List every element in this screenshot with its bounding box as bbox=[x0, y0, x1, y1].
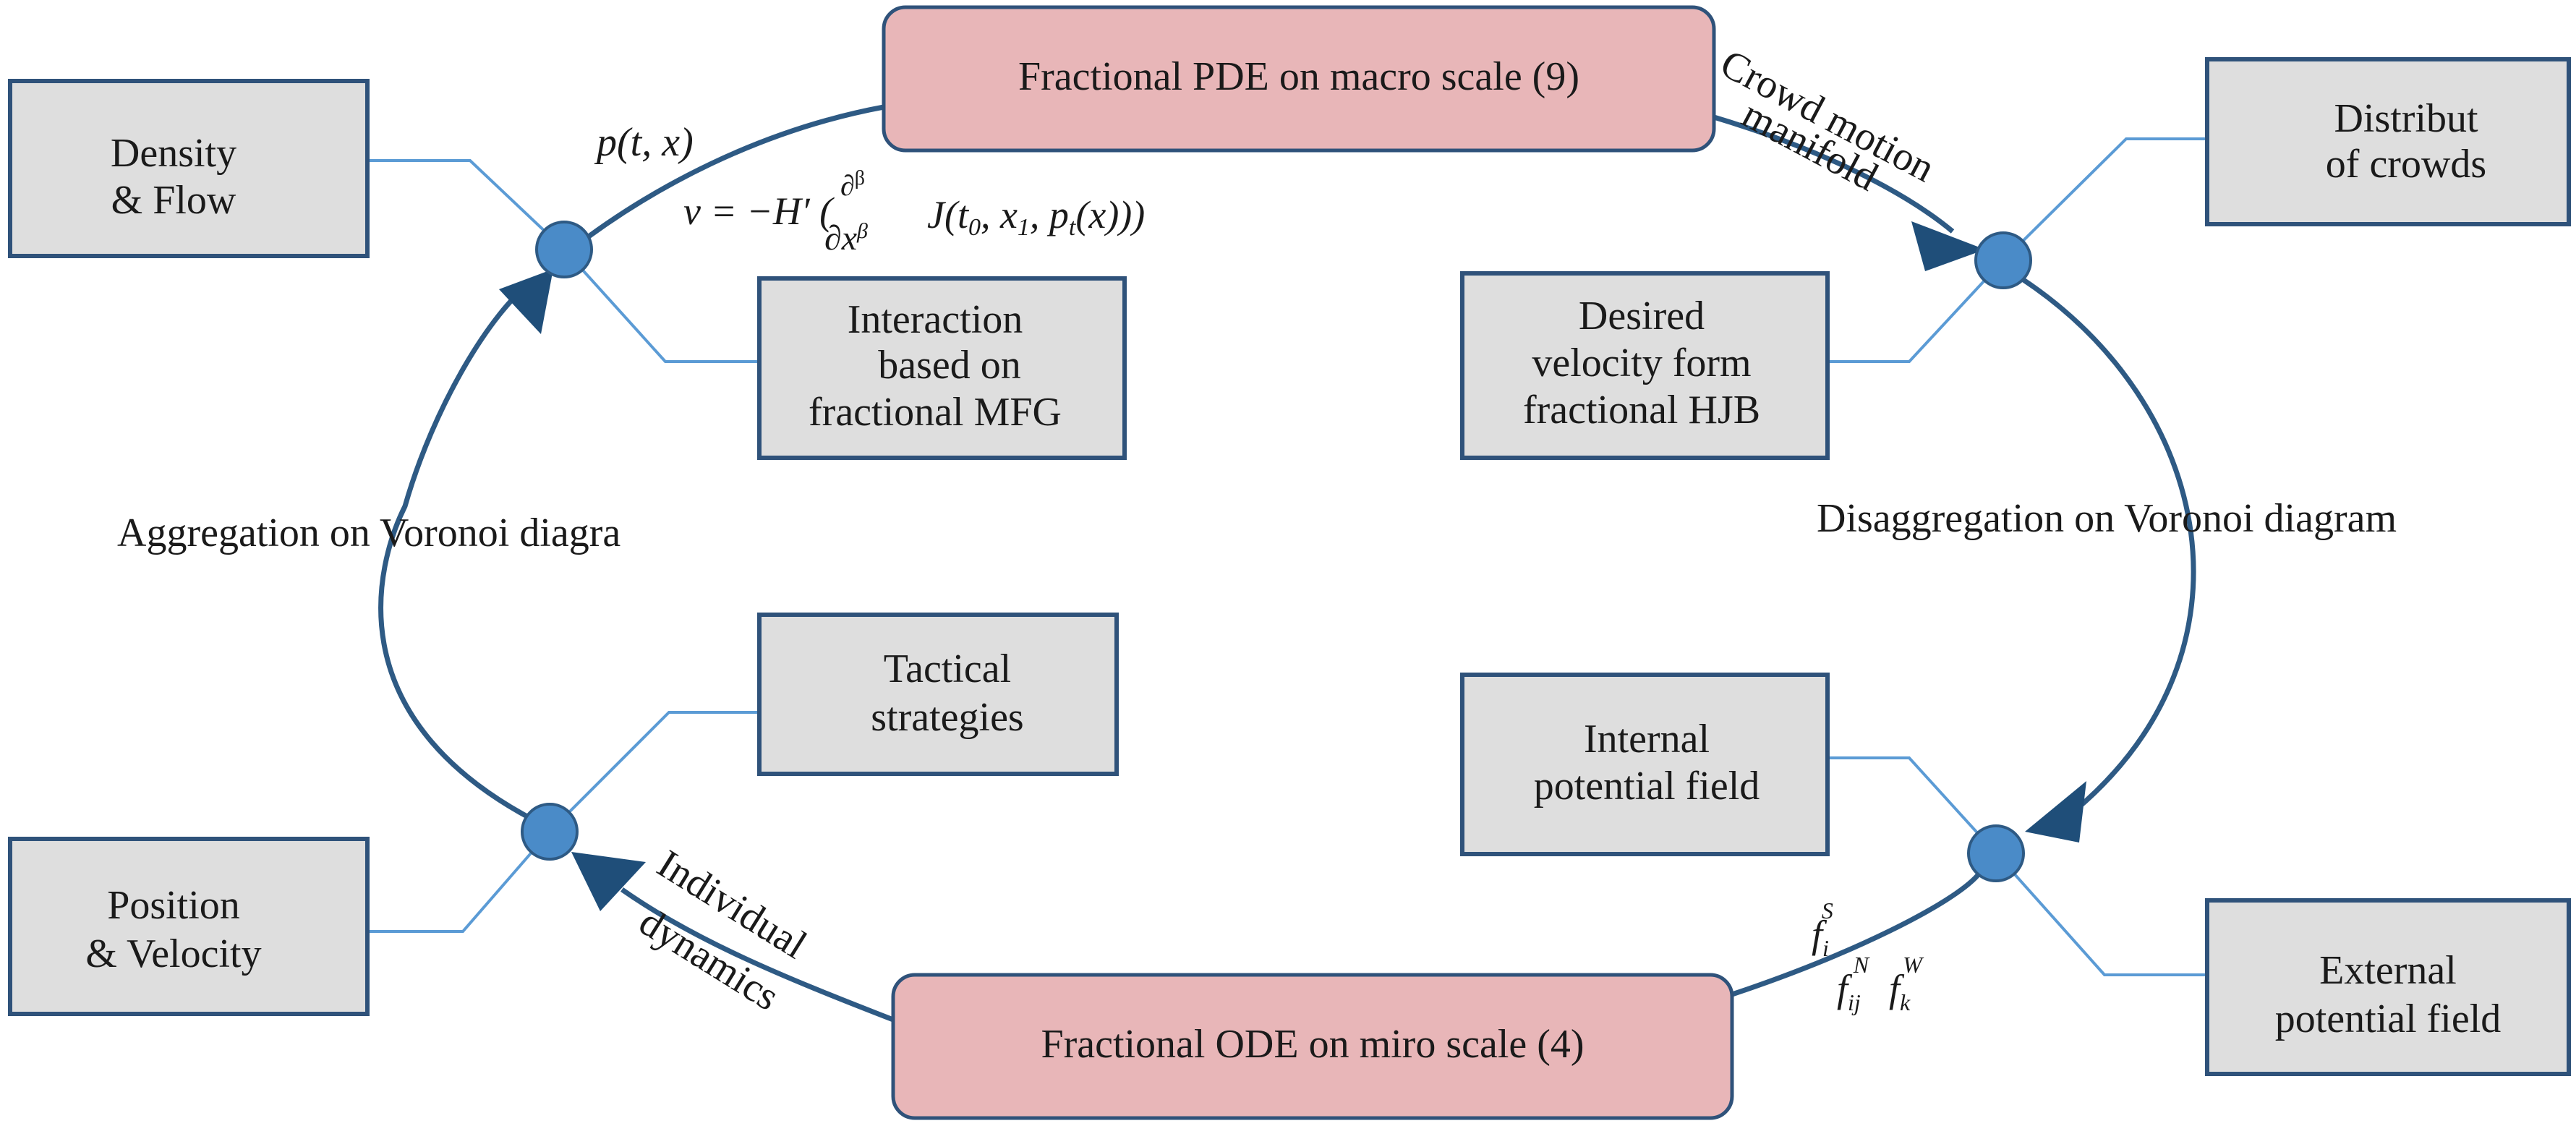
internal-field-line-1: Internal bbox=[1584, 717, 1710, 762]
velocity-equation: v = −H′ ( ∂β ∂xβ J(t0, x1, pt(x))) bbox=[683, 167, 1145, 258]
macro-box-label: Fractional PDE on macro scale (9) bbox=[1018, 54, 1579, 99]
interaction-line-1: Interaction bbox=[848, 297, 1023, 342]
connector-desired bbox=[1827, 259, 2005, 363]
macro-box: Fractional PDE on macro scale (9) bbox=[882, 5, 1716, 153]
connector-distribution bbox=[2002, 137, 2207, 262]
velocity-eq-j: J(t0, x1, pt(x))) bbox=[927, 193, 1145, 241]
arrowhead-individual-dynamics bbox=[571, 852, 646, 911]
arc-left-aggregation bbox=[378, 280, 551, 831]
connector-position bbox=[367, 830, 551, 933]
arc-micro-to-left-node bbox=[620, 887, 895, 1023]
box-external-field: External potential field bbox=[2205, 898, 2571, 1076]
nodes bbox=[521, 221, 2032, 882]
connector-internal bbox=[1827, 756, 1997, 855]
connector-density bbox=[367, 159, 566, 251]
force-f-wall: fkW bbox=[1889, 952, 1924, 1015]
position-velocity-line-2: & Velocity bbox=[85, 931, 261, 976]
box-interaction: Interaction based on fractional MFG bbox=[757, 276, 1127, 460]
desired-velocity-line-1: Desired bbox=[1579, 294, 1705, 338]
velocity-eq-partial-top: ∂β bbox=[840, 167, 865, 202]
force-terms: fiS fijN fkW bbox=[1812, 897, 1924, 1015]
aggregation-label: Aggregation on Voronoi diagra bbox=[117, 511, 620, 555]
interaction-line-3: fractional MFG bbox=[809, 390, 1062, 435]
box-distribution: Distribut of crowds bbox=[2205, 57, 2571, 226]
connector-tactical bbox=[548, 711, 759, 833]
arrowheads bbox=[499, 221, 2086, 911]
micro-box: Fractional ODE on miro scale (4) bbox=[891, 973, 1734, 1120]
desired-velocity-line-2: velocity form bbox=[1532, 341, 1751, 385]
arrowhead-up-left bbox=[499, 269, 553, 334]
box-position-velocity: Position & Velocity bbox=[8, 837, 370, 1016]
arc-macro-to-right-node bbox=[1713, 114, 1955, 234]
node-bottom-left bbox=[521, 803, 579, 861]
tactical-line-2: strategies bbox=[871, 695, 1023, 740]
external-field-line-2: potential field bbox=[2275, 997, 2502, 1041]
arc-right-disaggregation bbox=[2020, 276, 2196, 812]
external-field-line-1: External bbox=[2319, 948, 2457, 993]
node-top-right bbox=[1974, 231, 2032, 289]
connector-external bbox=[1995, 852, 2207, 976]
velocity-eq-partial-bottom: ∂xβ bbox=[824, 219, 868, 258]
arc-macro-to-left-node bbox=[569, 104, 884, 252]
interaction-line-2: based on bbox=[878, 343, 1021, 388]
box-desired-velocity: Desired velocity form fractional HJB bbox=[1460, 271, 1830, 460]
velocity-eq-lhs: v = −H′ ( bbox=[683, 189, 835, 233]
connector-interaction bbox=[563, 248, 759, 363]
box-density-flow: Density & Flow bbox=[8, 79, 370, 258]
tactical-line-1: Tactical bbox=[884, 647, 1011, 691]
density-flow-line-2: & Flow bbox=[111, 178, 236, 223]
micro-box-label: Fractional ODE on miro scale (4) bbox=[1041, 1022, 1584, 1067]
node-bottom-right bbox=[1967, 824, 2025, 882]
force-f-neighbor: fijN bbox=[1837, 952, 1870, 1015]
cycle-arcs bbox=[378, 104, 2196, 1023]
density-math: p(t, x) bbox=[594, 120, 694, 165]
density-flow-line-1: Density bbox=[111, 131, 236, 176]
arrowhead-down-right bbox=[2025, 781, 2086, 843]
desired-velocity-line-3: fractional HJB bbox=[1523, 388, 1760, 432]
box-internal-field: Internal potential field bbox=[1460, 673, 1830, 856]
distribution-line-2: of crowds bbox=[2326, 142, 2486, 187]
connectors bbox=[367, 137, 2207, 976]
position-velocity-line-1: Position bbox=[107, 883, 240, 928]
arc-micro-to-right-node bbox=[1731, 873, 1980, 997]
internal-field-line-2: potential field bbox=[1534, 764, 1760, 809]
force-f-self: fiS bbox=[1812, 897, 1833, 961]
box-tactical: Tactical strategies bbox=[757, 613, 1119, 776]
arrowhead-crowd-motion bbox=[1911, 221, 1985, 271]
distribution-line-1: Distribut bbox=[2334, 96, 2478, 141]
disaggregation-label: Disaggregation on Voronoi diagram bbox=[1817, 496, 2397, 541]
node-top-left bbox=[535, 221, 593, 278]
